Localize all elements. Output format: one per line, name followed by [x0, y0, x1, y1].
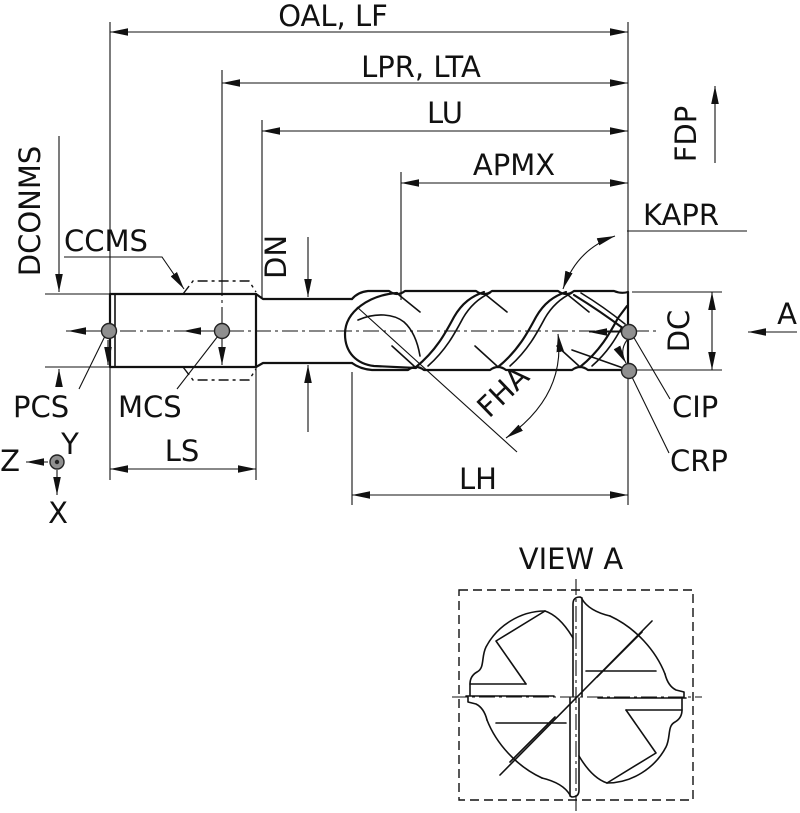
tip-edge [572, 293, 626, 331]
axis-label-x: X [48, 496, 68, 530]
datum-point-arrows [68, 327, 628, 365]
dim-label-cip: CIP [672, 390, 718, 424]
dim-label-pcs: PCS [13, 390, 69, 424]
view-a-endface-half [465, 596, 685, 698]
datum-point-pcs [100, 322, 118, 340]
ccms-leader-arrow [64, 256, 185, 290]
dim-label-dn: DN [259, 235, 293, 279]
datum-point-mcs [213, 322, 231, 340]
centerlines [66, 280, 656, 332]
pcs-leader [78, 335, 106, 390]
dim-label-lpr: LPR, LTA [361, 50, 481, 84]
mcs-leader [176, 335, 219, 390]
kapr-angle-arc [562, 235, 616, 290]
cip-x-arrow [613, 339, 628, 364]
axes-triad [26, 454, 65, 495]
tool-neck [254, 292, 354, 369]
axis-label-y: Y [60, 427, 79, 461]
flute-runout [343, 291, 418, 370]
dimension-lines [55, 28, 797, 499]
datum-point-crp [620, 362, 638, 380]
datum-point-cip [620, 323, 638, 341]
dim-label-apmx: APMX [473, 148, 555, 182]
flute-edge-2 [496, 290, 568, 369]
view-a-endface-half-rotated [467, 696, 687, 798]
dim-label-oal: OAL, LF [278, 0, 388, 33]
dim-label-ls: LS [165, 434, 200, 468]
flute-edge-1 [414, 290, 486, 369]
dim-label-mcs: MCS [118, 390, 182, 424]
ccms-band-top [182, 280, 257, 295]
flute-envelope-top [350, 289, 630, 301]
dim-label-ccms: CCMS [64, 224, 148, 258]
dim-label-lh: LH [459, 462, 497, 496]
datum-points [100, 322, 638, 380]
dim-label-fha: FHA [470, 359, 536, 424]
dim-label-dconms: DCONMS [13, 146, 47, 277]
dim-label-kapr: KAPR [643, 198, 719, 232]
view-a-title: VIEW A [519, 542, 624, 576]
extension-lines [45, 22, 747, 505]
dim-label-crp: CRP [670, 444, 728, 478]
view-direction-label: A [777, 297, 797, 331]
dim-label-fdp: FDP [669, 106, 703, 163]
dim-label-lu: LU [427, 96, 463, 130]
axis-label-z: Z [0, 444, 20, 478]
fha-reference-line [356, 306, 518, 453]
crp-leader [630, 374, 670, 454]
triad-origin-dot-icon [54, 459, 60, 465]
dimension-labels: OAL, LF LPR, LTA LU APMX FDP KAPR DCONMS… [0, 0, 797, 576]
cip-leader [632, 335, 671, 400]
dim-label-dc: DC [662, 310, 696, 353]
view-a-section [452, 579, 702, 811]
ccms-band-bottom [182, 366, 257, 381]
